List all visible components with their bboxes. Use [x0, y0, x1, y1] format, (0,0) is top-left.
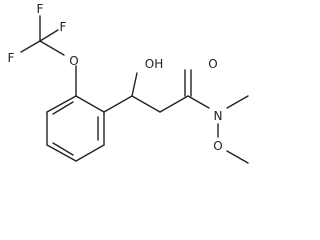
structure-canvas: F F F O OH O N O: [8, 2, 249, 164]
atom-f-right: F: [60, 20, 67, 34]
atom-f-left: F: [8, 51, 15, 65]
atom-f-top: F: [37, 2, 44, 16]
atom-n-amide: N: [214, 109, 223, 123]
atom-oh: OH: [145, 57, 163, 71]
bond-carbonyl-n: [187, 95, 210, 109]
ring-bond-6: [46, 95, 77, 113]
chemical-structure: F F F O OH O N O: [8, 2, 249, 164]
atom-o-ether: O: [69, 54, 78, 68]
bond-choh-oh: [131, 72, 138, 97]
ring-double-2: [52, 142, 74, 156]
bond-ring-choh: [103, 95, 133, 113]
bond-cf3-f-right: [39, 29, 59, 42]
atom-o-methoxy: O: [213, 139, 222, 153]
bond-cf3-f-left: [20, 40, 41, 53]
bond-cf3-o: [39, 40, 65, 56]
bond-o-methyl: [226, 150, 249, 164]
bond-n-methyl: [226, 95, 249, 109]
bond-choh-ch2: [131, 95, 161, 113]
bond-ch2-carbonyl: [159, 95, 189, 113]
ring-bond-1: [75, 95, 105, 113]
ring-double-3: [52, 101, 74, 115]
atom-o-carbonyl: O: [208, 57, 217, 71]
ring-bond-3: [75, 144, 105, 162]
ring-bond-4: [46, 144, 77, 162]
